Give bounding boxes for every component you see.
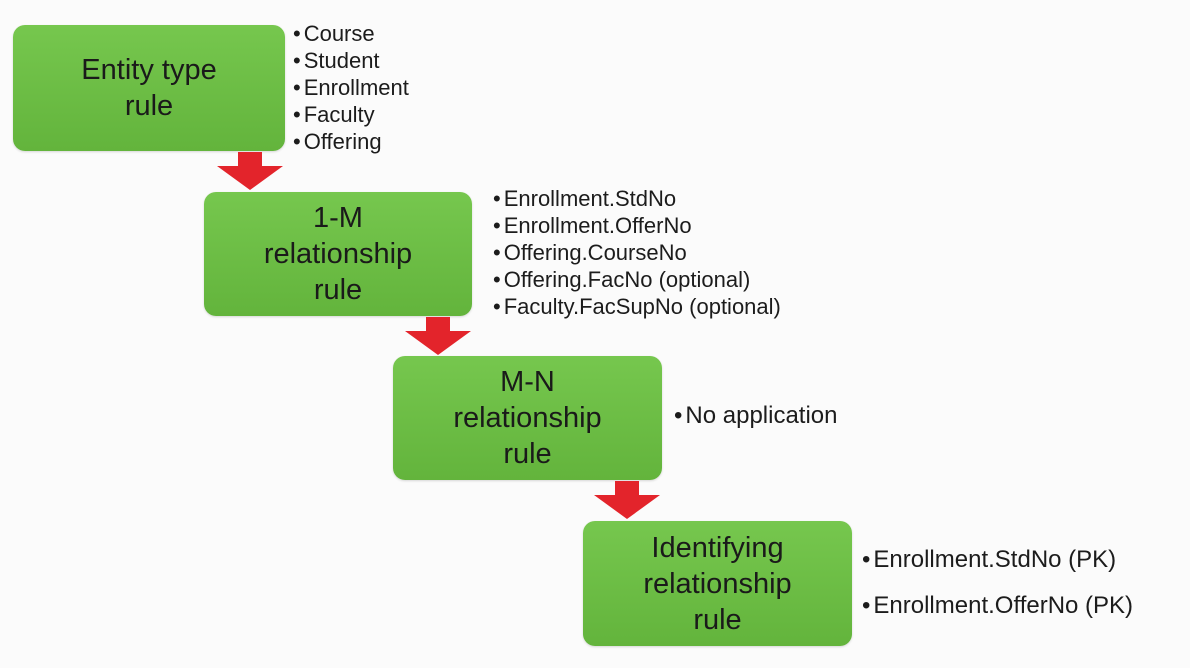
step-title-line: rule [503,438,552,470]
step-box-1-m-relationship-rule: 1-M relationship rule [204,192,472,316]
list-item: Offering.FacNo (optional) [493,266,781,293]
step-box-entity-type-rule: Entity type rule [13,25,285,151]
list-item: Enrollment.OfferNo (PK) [862,583,1133,629]
down-arrow-icon [594,481,660,519]
list-item: Enrollment.StdNo (PK) [862,537,1133,583]
step-title-line: rule [313,274,363,306]
list-item: Enrollment [293,74,409,101]
list-item: Offering.CourseNo [493,239,781,266]
step-box-m-n-relationship-rule: M-N relationship rule [393,356,662,480]
list-item: Course [293,20,409,47]
step-title-line: relationship [263,238,413,270]
list-item: Offering [293,128,409,155]
step-title-line: 1-M [313,202,363,234]
list-item: Student [293,47,409,74]
list-item: Enrollment.StdNo [493,185,781,212]
down-arrow-icon [217,152,283,190]
step-title-line: relationship [643,567,792,600]
step-title-line: Identifying [651,531,784,564]
list-item: Faculty.FacSupNo (optional) [493,293,781,320]
step-items-list: Enrollment.StdNo Enrollment.OfferNo Offe… [493,185,781,320]
step-title-line: relationship [453,402,602,434]
list-item: No application [674,393,837,439]
step-title-line: rule [693,603,742,636]
step-box-identifying-relationship-rule: Identifying relationship rule [583,521,852,646]
step-items-list: No application [674,393,837,439]
step-title-line: rule [124,90,174,122]
step-items-list: Course Student Enrollment Faculty Offeri… [293,20,409,155]
list-item: Enrollment.OfferNo [493,212,781,239]
step-title-line: M-N [500,366,555,398]
down-arrow-icon [405,317,471,355]
step-title-line: Entity type [81,54,217,86]
list-item: Faculty [293,101,409,128]
step-items-list: Enrollment.StdNo (PK) Enrollment.OfferNo… [862,537,1133,629]
